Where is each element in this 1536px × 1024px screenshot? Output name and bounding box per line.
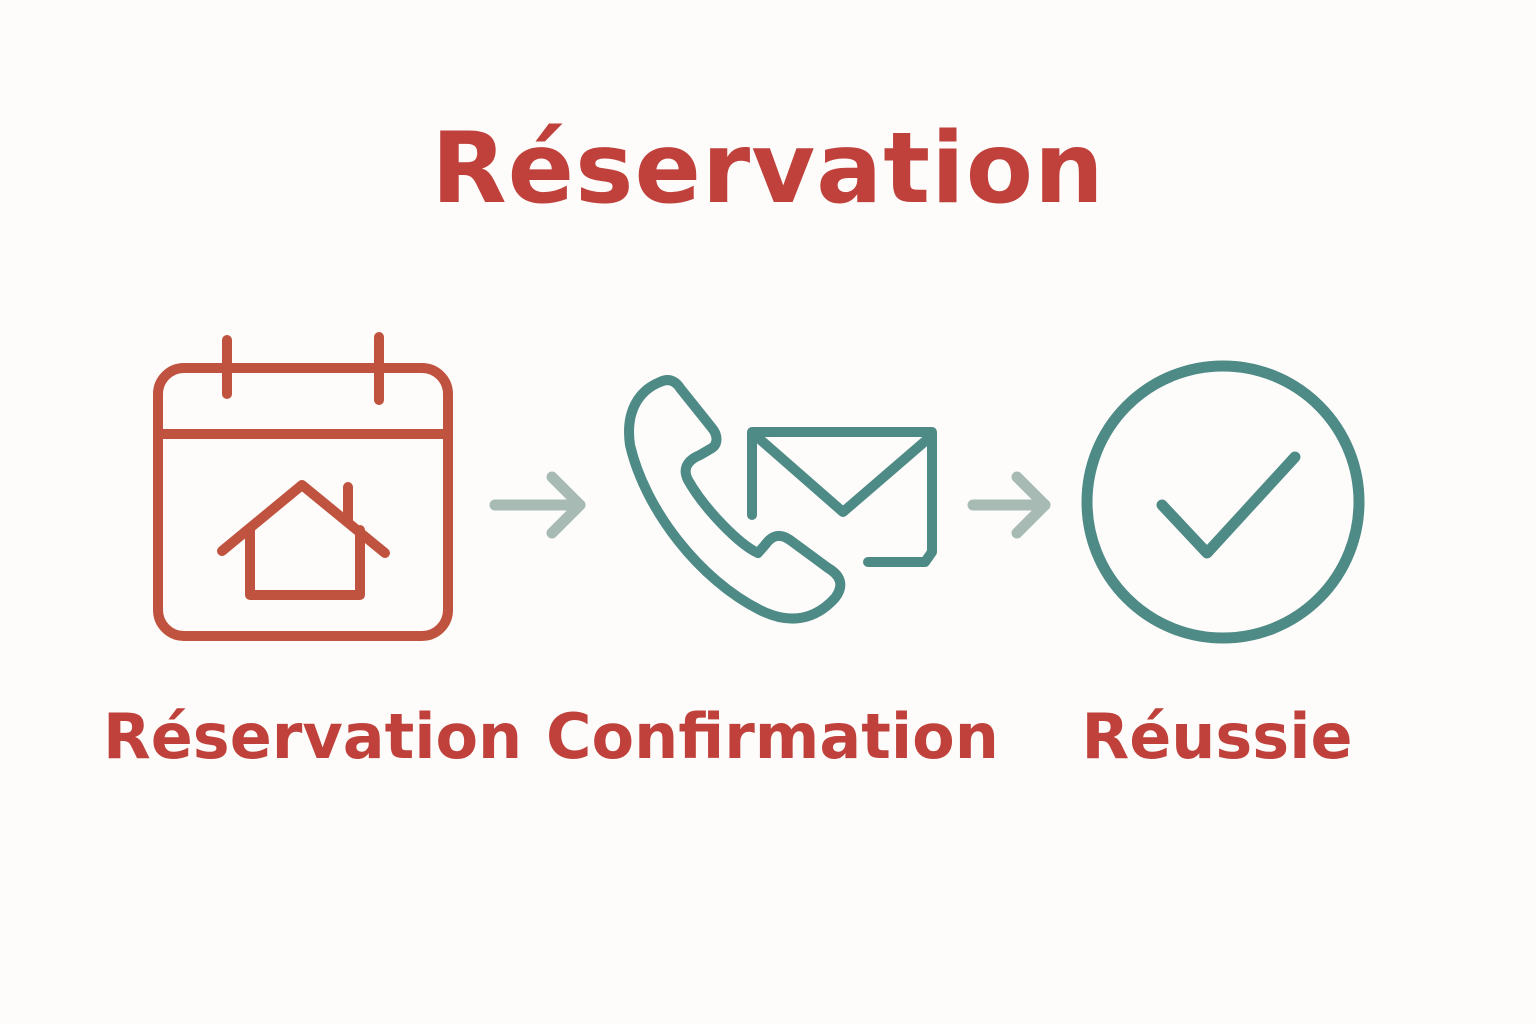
phone-envelope-icon xyxy=(624,375,937,624)
step-label-success: Réussie xyxy=(1081,700,1353,773)
check-circle-icon xyxy=(1081,360,1365,644)
step-label-reservation: Réservation xyxy=(103,700,523,773)
arrow-icon xyxy=(967,471,1051,539)
calendar-house-icon xyxy=(153,332,453,641)
diagram-title: Réservation xyxy=(431,112,1105,226)
arrow-icon xyxy=(489,471,586,539)
step-label-confirmation: Confirmation xyxy=(546,700,999,773)
